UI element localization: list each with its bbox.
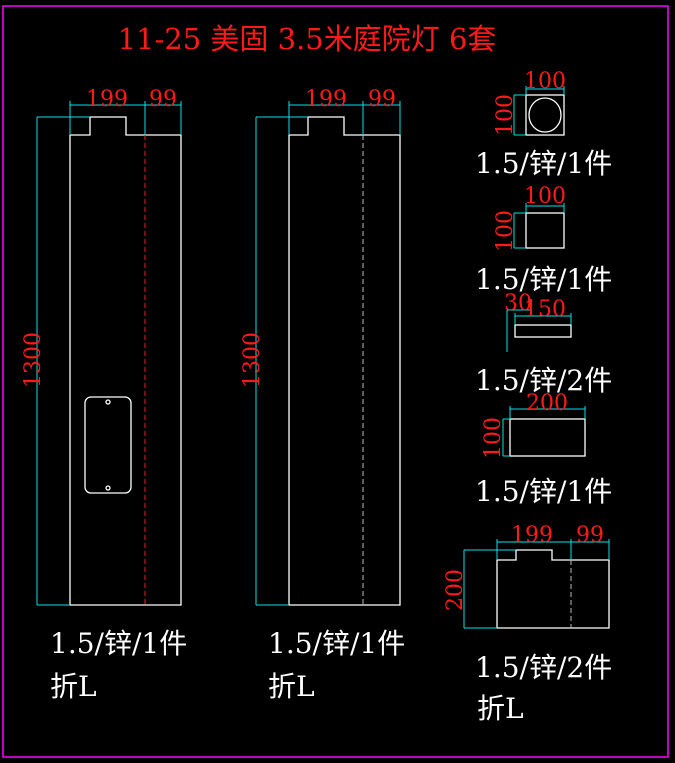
- part-2-note: 折L: [268, 670, 315, 703]
- svg-text:100: 100: [524, 184, 566, 209]
- svg-text:99: 99: [576, 523, 604, 548]
- part-7-bent-panel: 199 99 200: [443, 523, 610, 629]
- svg-text:199: 199: [511, 523, 553, 548]
- part-1-long-panel: 199 99 1300: [21, 87, 182, 606]
- part-7-spec: 1.5/锌/2件: [475, 651, 612, 684]
- dim-width-199: 199: [305, 87, 347, 112]
- svg-text:100: 100: [481, 417, 506, 459]
- svg-text:30: 30: [504, 291, 532, 316]
- svg-text:100: 100: [524, 69, 566, 94]
- svg-text:200: 200: [526, 391, 568, 416]
- part-5-strip: 30 150: [504, 291, 572, 352]
- drawing-title: 11-25 美固 3.5米庭院灯 6套: [118, 22, 497, 56]
- dim-width-99: 99: [368, 87, 396, 112]
- dim-width-199: 199: [86, 87, 128, 112]
- part-5-spec: 1.5/锌/2件: [475, 364, 612, 397]
- dim-width-99: 99: [149, 87, 177, 112]
- part-3-square-with-hole: 100 100: [493, 69, 566, 136]
- svg-text:100: 100: [493, 94, 518, 136]
- part-1-spec: 1.5/锌/1件: [50, 627, 187, 660]
- part-7-note: 折L: [477, 692, 524, 725]
- part-2-spec: 1.5/锌/1件: [268, 627, 405, 660]
- svg-text:200: 200: [443, 569, 468, 611]
- part-4-spec: 1.5/锌/1件: [475, 263, 612, 296]
- part-2-long-panel: 199 99 1300: [240, 87, 401, 606]
- svg-text:150: 150: [524, 297, 566, 322]
- part-4-square: 100 100: [493, 184, 566, 252]
- part-6-spec: 1.5/锌/1件: [475, 475, 612, 508]
- drawing-border: [2, 5, 669, 758]
- dim-height-1300: 1300: [240, 332, 265, 388]
- part-3-spec: 1.5/锌/1件: [475, 147, 612, 180]
- part-6-rectangle: 200 100: [481, 391, 586, 459]
- part-1-note: 折L: [50, 670, 97, 703]
- dim-height-1300: 1300: [21, 332, 46, 388]
- svg-text:100: 100: [493, 210, 518, 252]
